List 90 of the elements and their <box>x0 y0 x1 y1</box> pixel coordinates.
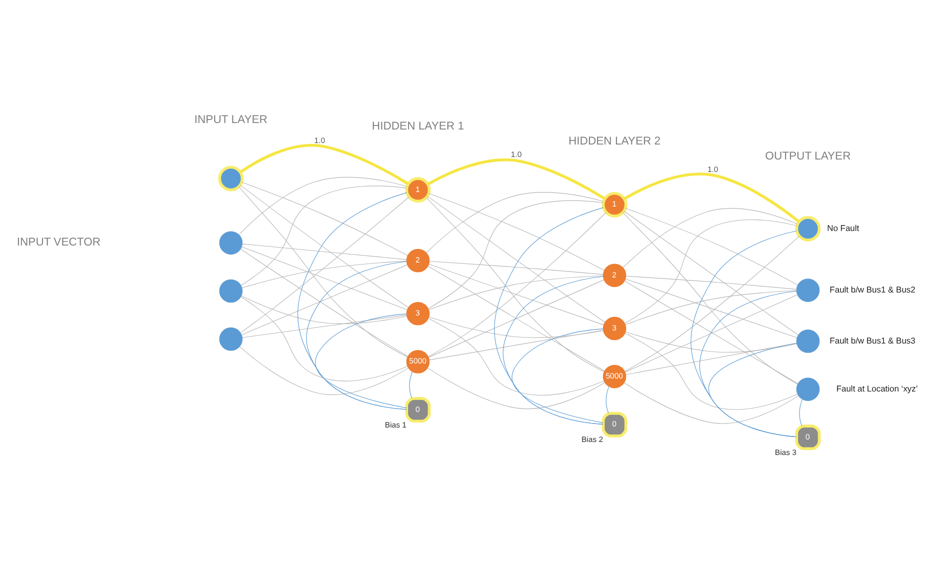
connector <box>428 264 604 326</box>
edge-label: 1.0 <box>314 136 326 146</box>
connector <box>624 172 800 223</box>
connector <box>428 275 604 310</box>
connector <box>625 278 798 338</box>
connector <box>240 144 409 186</box>
connector <box>624 236 800 372</box>
label: HIDDEN LAYER 1 <box>372 120 464 133</box>
connector <box>502 276 604 425</box>
node-circle <box>219 279 243 303</box>
label: INPUT LAYER <box>194 114 268 126</box>
connector <box>409 371 413 399</box>
connector <box>625 332 797 352</box>
connector <box>622 212 798 384</box>
node-circle <box>796 330 820 353</box>
node-circle <box>796 278 820 302</box>
connector <box>708 342 798 438</box>
connector <box>427 368 606 410</box>
connector <box>428 316 604 338</box>
connector <box>298 192 408 410</box>
node-circle: 3 <box>602 316 626 340</box>
node-label: Fault b/w Bus1 & Bus3 <box>830 335 916 346</box>
connector <box>426 192 604 253</box>
node-circle: 3 <box>406 302 430 326</box>
connector <box>624 280 798 384</box>
node-circle <box>795 216 821 242</box>
connector <box>240 184 409 308</box>
edge-label: 1.0 <box>510 150 522 160</box>
connector <box>512 328 604 424</box>
connector <box>242 260 407 288</box>
connector <box>799 399 803 426</box>
label: HIDDEN LAYER 2 <box>568 135 661 148</box>
node-circle: 5000 <box>406 350 430 374</box>
connector <box>624 332 798 410</box>
node-circle <box>219 327 243 351</box>
label: OUTPUT LAYER <box>765 150 851 162</box>
connector <box>240 296 408 324</box>
connector <box>315 314 407 408</box>
connector <box>622 208 798 268</box>
connector <box>624 220 798 324</box>
connector <box>428 330 604 360</box>
connector <box>241 264 408 336</box>
edge-label: 1.0 <box>707 165 718 174</box>
connector <box>306 261 407 410</box>
connector <box>240 296 408 382</box>
connector <box>239 346 409 395</box>
node-circle <box>218 166 244 192</box>
connector <box>428 266 605 372</box>
node-circle: 2 <box>406 248 430 272</box>
connector <box>428 200 604 309</box>
connector <box>426 197 604 372</box>
connector <box>625 290 797 325</box>
node-label: Fault b/w Bus1 & Bus2 <box>830 284 916 294</box>
connector <box>699 290 797 438</box>
node-circle <box>796 378 820 401</box>
connector <box>427 196 606 323</box>
connector <box>242 244 407 260</box>
connector <box>625 208 798 286</box>
connector <box>624 294 798 372</box>
connector <box>624 210 799 336</box>
connector <box>428 193 605 271</box>
node-label: Fault at Location ‘xyz’ <box>836 383 918 394</box>
node-label: No Fault <box>827 222 860 233</box>
connector <box>240 196 410 333</box>
connector <box>428 318 604 396</box>
connector <box>238 186 408 358</box>
node-circle: 1 <box>405 177 431 203</box>
connector <box>242 182 408 256</box>
connector <box>238 176 408 236</box>
connector <box>428 280 604 358</box>
node-circle: 2 <box>602 264 626 288</box>
connector <box>626 276 797 290</box>
connector <box>429 260 604 275</box>
node-label: Bias 2 <box>581 435 604 444</box>
connector <box>427 158 606 200</box>
node-circle: 5000 <box>602 364 626 388</box>
label: INPUT VECTOR <box>16 236 101 249</box>
connector <box>240 186 407 286</box>
node-circle: 1 <box>602 192 628 218</box>
node-circle <box>219 231 243 255</box>
connector <box>606 386 610 414</box>
connector <box>428 212 606 357</box>
node-label: Bias 1 <box>384 420 406 430</box>
connector <box>240 248 408 357</box>
connector <box>241 246 408 310</box>
connector <box>690 230 797 438</box>
node-label: Bias 3 <box>774 448 796 457</box>
connector <box>494 207 604 425</box>
connector <box>242 314 407 338</box>
connector <box>624 382 799 424</box>
